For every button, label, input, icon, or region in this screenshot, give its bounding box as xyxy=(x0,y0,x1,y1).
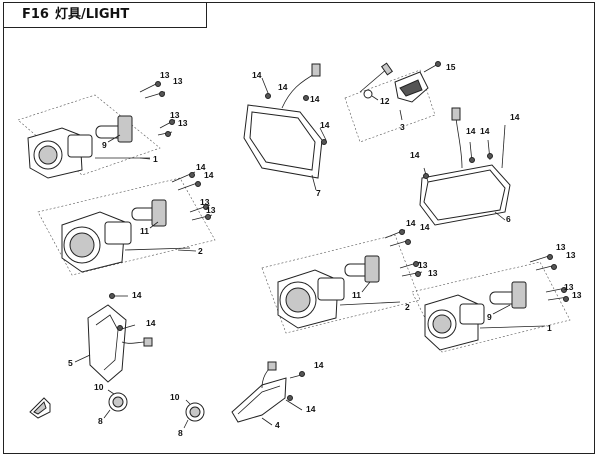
callout-5: 5 xyxy=(68,358,73,368)
callout-3: 3 xyxy=(400,122,405,132)
callout-14-l: 14 xyxy=(420,222,430,232)
callout-14-j: 14 xyxy=(510,112,520,122)
callout-13-b: 13 xyxy=(173,76,183,86)
callout-13-d: 13 xyxy=(178,118,188,128)
lamp-cover-4 xyxy=(231,361,306,423)
callout-13-l: 13 xyxy=(572,290,582,300)
callout-14-e: 14 xyxy=(310,94,320,104)
callout-10-left: 10 xyxy=(94,382,104,392)
callout-9-right: 9 xyxy=(487,312,492,322)
small-bracket xyxy=(29,397,51,419)
callout-14-o: 14 xyxy=(314,360,324,370)
callout-14-p: 14 xyxy=(306,404,316,414)
callout-4: 4 xyxy=(275,420,280,430)
light-assembly-7 xyxy=(243,63,327,191)
callout-13-j: 13 xyxy=(566,250,576,260)
headlight-assembly-center xyxy=(261,229,423,334)
callout-9-left: 9 xyxy=(102,140,107,150)
bulb-cap-assembly xyxy=(344,61,441,143)
light-assembly-6 xyxy=(419,107,511,226)
headlight-assembly-left-mid xyxy=(37,171,216,276)
callout-13-g: 13 xyxy=(418,260,428,270)
callout-14-d: 14 xyxy=(278,82,288,92)
callout-11-center: 11 xyxy=(352,290,361,300)
headlight-assembly-left-top xyxy=(17,81,176,179)
callout-14-i: 14 xyxy=(480,126,490,136)
callout-12: 12 xyxy=(380,96,390,106)
callout-8-right: 8 xyxy=(178,428,183,438)
callout-14-f: 14 xyxy=(320,120,330,130)
callout-11-left: 11 xyxy=(140,226,149,236)
callout-14-a: 14 xyxy=(196,162,206,172)
callout-10-right: 10 xyxy=(170,392,180,402)
callout-13-a: 13 xyxy=(160,70,170,80)
callout-2-left: 2 xyxy=(198,246,203,256)
lamp-shroud-5 xyxy=(87,293,153,383)
callout-1-left: 1 xyxy=(153,154,158,164)
callout-13-f: 13 xyxy=(206,205,216,215)
callout-6: 6 xyxy=(506,214,511,224)
callout-2-center: 2 xyxy=(405,302,410,312)
section-title: 灯具/LIGHT xyxy=(54,7,130,22)
callout-14-k: 14 xyxy=(406,218,416,228)
callout-14-h: 14 xyxy=(466,126,476,136)
diagram-frame xyxy=(3,2,595,454)
callout-14-b: 14 xyxy=(204,170,214,180)
callout-13-h: 13 xyxy=(428,268,438,278)
callout-14-c: 14 xyxy=(252,70,262,80)
marker-lamp-left xyxy=(103,389,128,419)
callout-1-right: 1 xyxy=(547,323,552,333)
callout-7: 7 xyxy=(316,188,321,198)
headlight-assembly-right xyxy=(411,254,571,353)
callout-14-g: 14 xyxy=(410,150,420,160)
callout-13-c: 13 xyxy=(170,110,180,120)
callout-13-i: 13 xyxy=(556,242,566,252)
callout-14-m: 14 xyxy=(132,290,142,300)
callout-15: 15 xyxy=(446,62,456,72)
callout-14-n: 14 xyxy=(146,318,156,328)
marker-lamp-right xyxy=(183,399,205,429)
title-box: F16 灯具/LIGHT xyxy=(3,2,207,28)
callout-13-e: 13 xyxy=(200,197,210,207)
section-code: F16 xyxy=(22,7,49,22)
callout-13-k: 13 xyxy=(564,282,574,292)
callout-8-left: 8 xyxy=(98,416,103,426)
